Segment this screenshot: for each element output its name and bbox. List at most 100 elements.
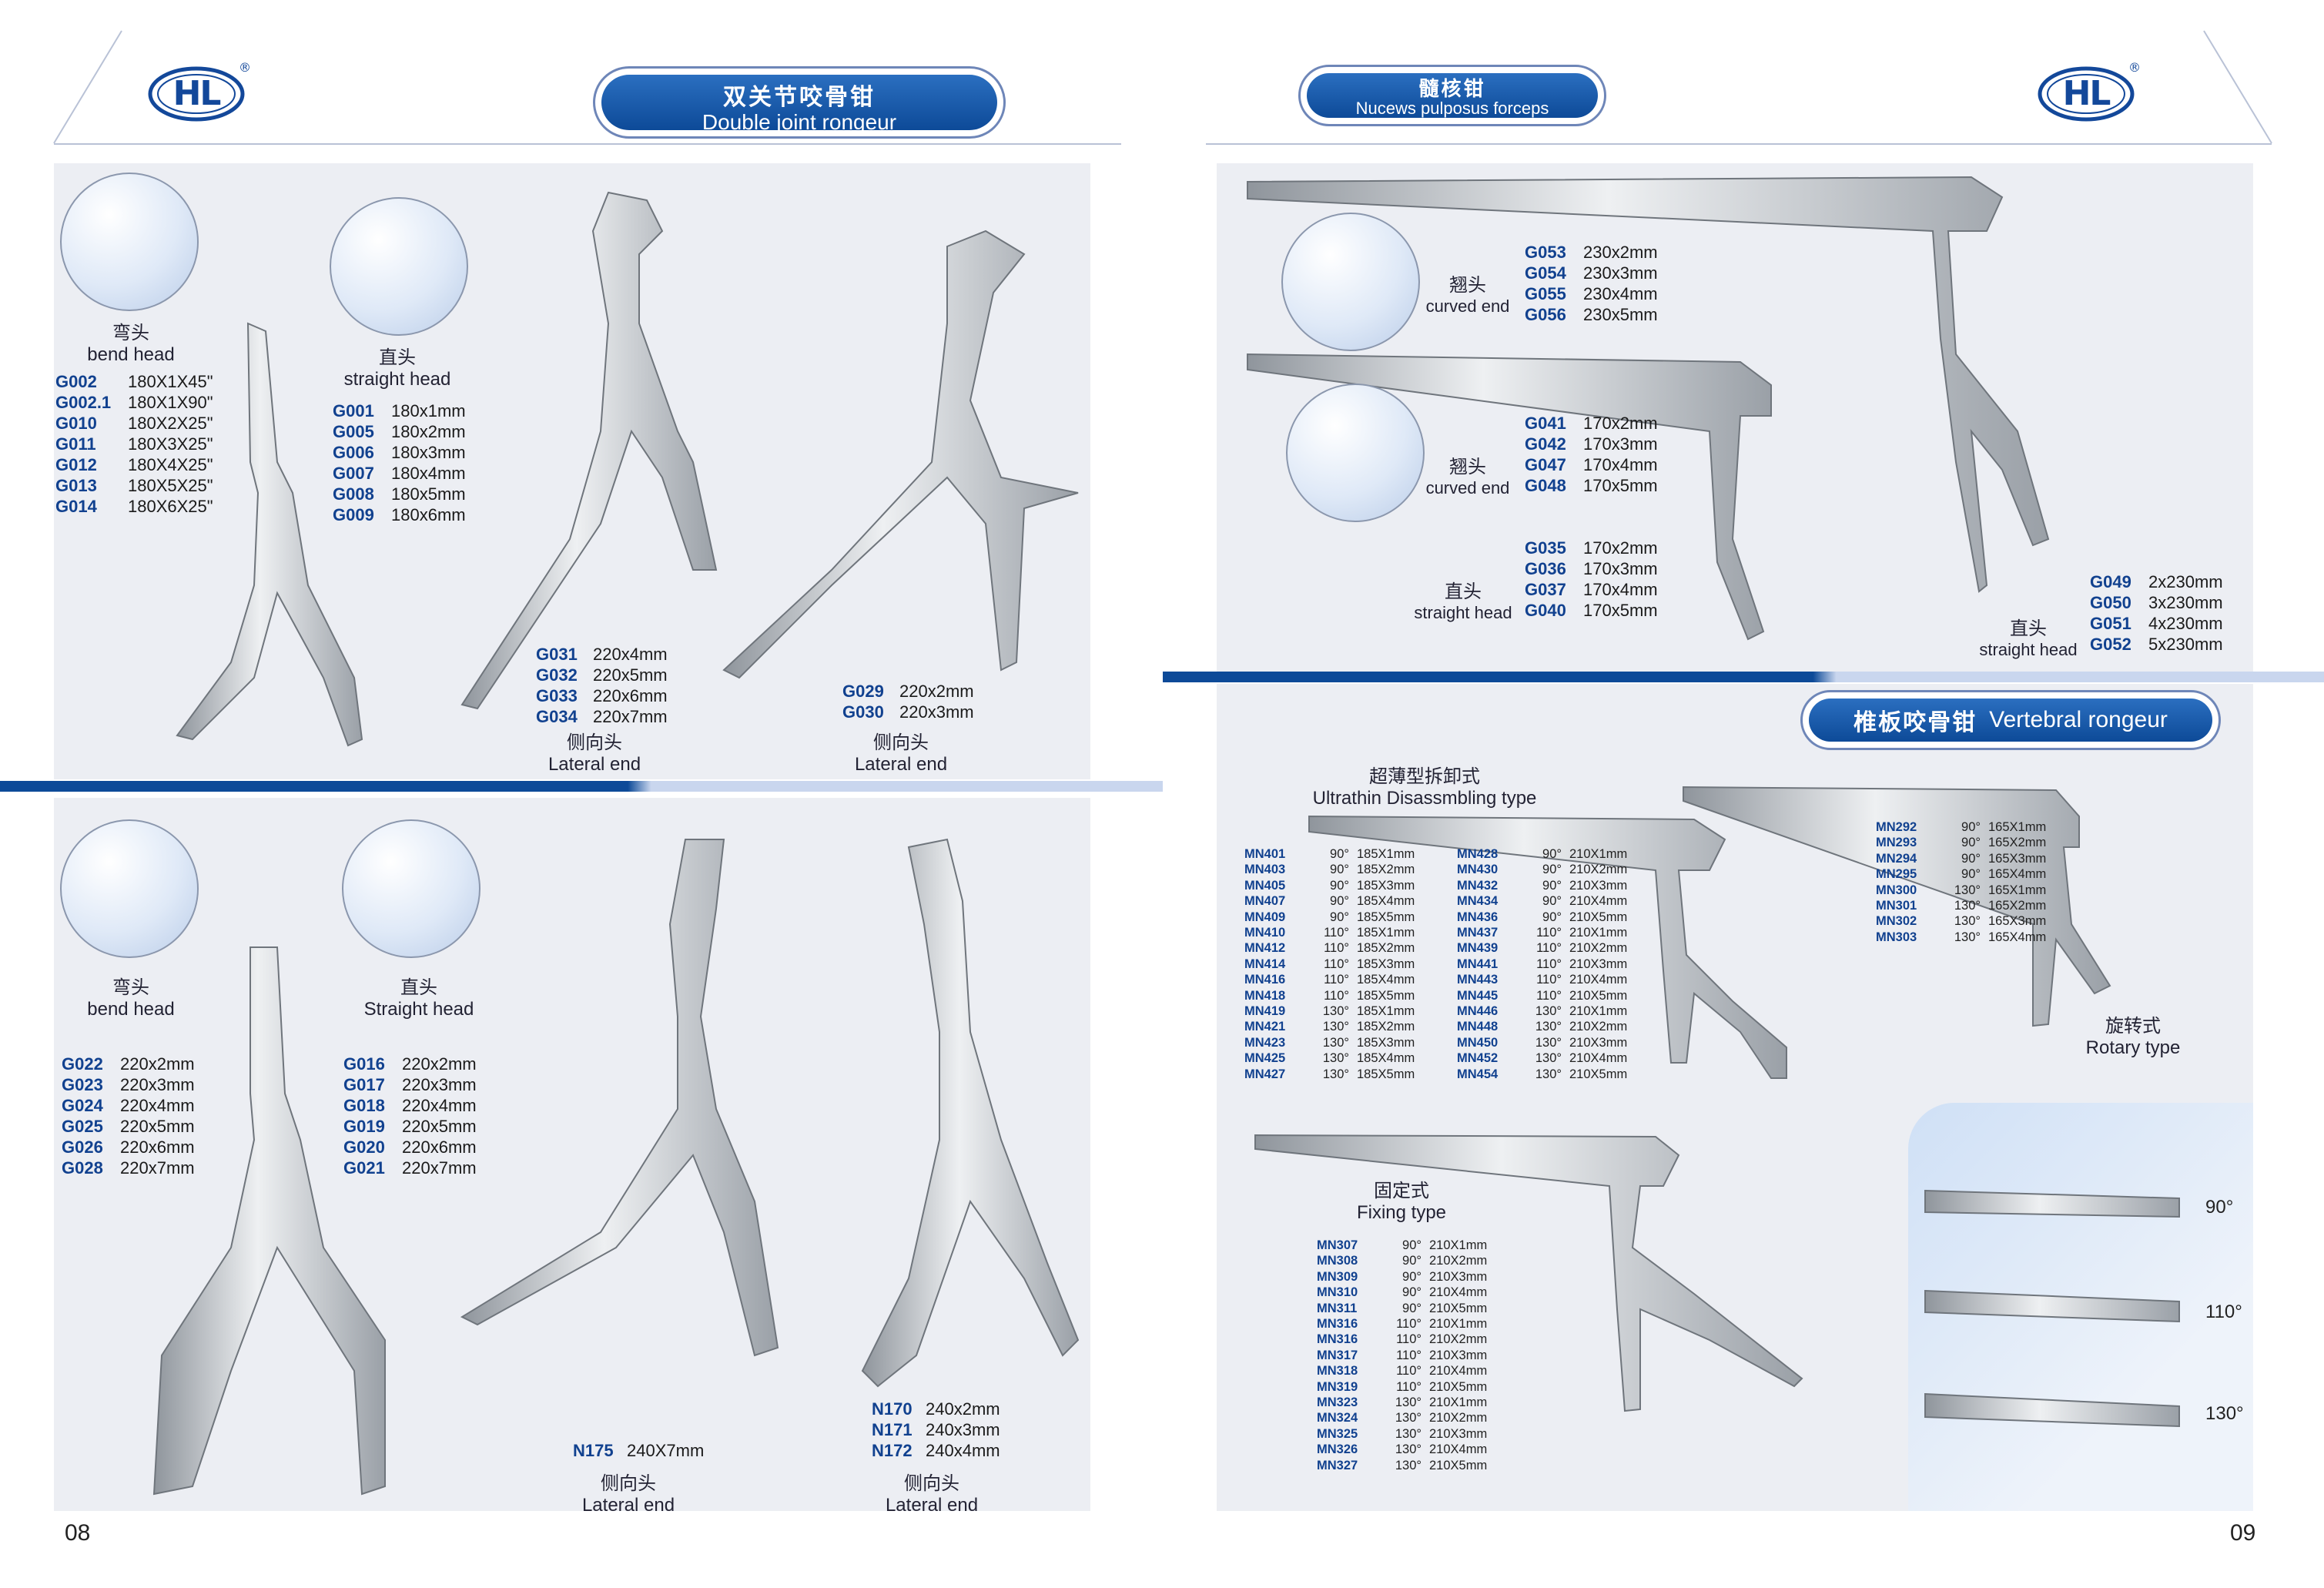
vertebral-title-pill: 椎板咬骨钳 Vertebral rongeur [1800,690,2221,750]
label-en: curved end [1425,296,1510,316]
label-cn: 翘头 [1449,456,1486,477]
label-cn: 旋转式 [2105,1015,2161,1037]
vertebral-title-cn: 椎板咬骨钳 [1854,709,1977,736]
left-title-en: Double joint rongeur [702,110,897,134]
right-title-cn: 髓核钳 [1418,78,1486,101]
label-fixing: 固定式 Fixing type [1332,1175,1471,1224]
hl-logo-icon [148,66,245,122]
label-bottom-bend: 弯头 bend head [54,972,208,1020]
label-rotary: 旋转式 Rotary type [2064,1010,2202,1059]
label-en: Lateral end [548,754,641,775]
inset-circle-bend-top [60,173,199,311]
page-number-right: 09 [2230,1520,2256,1546]
left-divider-bar [0,781,1163,792]
inset-circle-curved-1 [1281,213,1420,351]
inset-circle-straight-top [330,197,468,336]
hl-logo-text: HL [172,74,222,113]
registered-mark: ® [239,60,251,75]
label-en: Lateral end [581,1495,675,1516]
angle-label-110: 110° [2205,1302,2242,1322]
label-cn: 超薄型拆卸式 [1369,766,1480,787]
hl-logo-right: HL ® [2038,60,2141,122]
label-en: Straight head [363,999,474,1020]
label-en: straight head [1979,640,2078,659]
right-header-line [1206,143,2272,145]
page-number-left: 08 [65,1520,91,1546]
label-cn: 弯头 [112,977,149,998]
label-en: curved end [1425,478,1510,498]
inset-circle-straight-bottom [342,819,481,958]
label-curved1: 翘头 curved end [1414,270,1522,317]
left-title-pill: 双关节咬骨钳 Double joint rongeur [593,66,1006,139]
right-title-pill: 髓核钳 Nucews pulposus forceps [1298,65,1606,126]
label-en: Lateral end [885,1495,979,1516]
label-cn: 直头 [400,977,437,998]
label-en: Lateral end [854,754,948,775]
hl-logo-left: HL ® [148,60,251,122]
label-cn: 直头 [2010,618,2047,639]
label-en: bend head [87,999,175,1020]
label-cn: 直头 [1445,581,1482,602]
hl-logo-text: HL [2062,74,2111,113]
label-ultrathin: 超薄型拆卸式 Ultrathin Disassmbling type [1278,761,1571,809]
left-title-inner: 双关节咬骨钳 Double joint rongeur [601,75,997,134]
right-title-en: Nucews pulposus forceps [1355,99,1549,118]
left-bottom-panel [54,798,1090,1511]
